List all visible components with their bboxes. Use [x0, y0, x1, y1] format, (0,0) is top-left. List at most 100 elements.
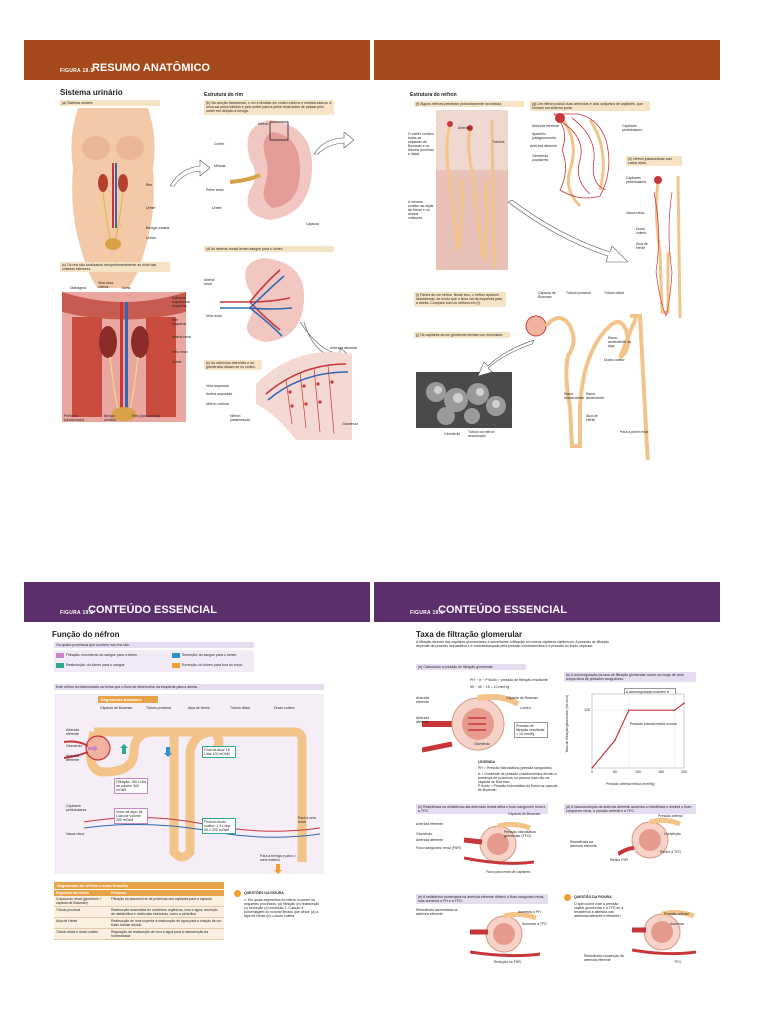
label-capsula-bowman-a: Cápsula de Bowman — [506, 696, 539, 700]
label-nefron-justamedular: Néfron justamedular — [230, 414, 251, 423]
section-title: Taxa de filtração glomerular — [416, 630, 523, 639]
label-arteriola-eferente-a: Arteríola eferente — [416, 696, 430, 705]
figure-banner — [374, 40, 720, 80]
label-bexiga-meio: Para a bexiga e para o meio externo — [260, 854, 296, 863]
table-cell: Túbulo distal e ducto coletor — [54, 928, 109, 940]
table-title: Segmentos do néfron e suas funções — [54, 882, 224, 889]
label-arteria-renal-d: Artéria renal — [204, 278, 215, 287]
label-capsula: Cápsula — [306, 222, 319, 226]
table-cell: Túbulo proximal — [54, 906, 109, 918]
label-fluxo-capilares: Fluxo para rede de capilares — [486, 870, 531, 874]
arrow-icon — [170, 159, 210, 187]
label-pelve-renal-i: Para a pelve renal — [620, 430, 649, 434]
question-icon — [564, 894, 571, 901]
label-uretra: Uretra — [146, 236, 156, 240]
glomerulus-micrograph — [416, 372, 512, 428]
figure-number: FIGURA 19.2 — [60, 610, 94, 616]
label-ureter: Ureter — [146, 206, 156, 210]
label-aumenta-q: Aumenta — [670, 922, 685, 926]
process-reabsorption: Reabsorção: do lúmen para o sangue — [66, 663, 125, 667]
kidney-section-illustration — [230, 120, 314, 220]
label-tfg-q: TFG — [674, 960, 681, 964]
subsection-nephron: Estrutura do néfron — [410, 92, 457, 98]
label-tubulo-seccionado: Túbulo do néfron seccionado — [468, 430, 495, 439]
process-filtration: Filtração: movimento do sangue para o lú… — [66, 653, 138, 657]
label-glomerulo-c: Glomérulo — [416, 832, 433, 836]
label-diafragma: Diafragma — [70, 286, 87, 290]
label-glomerulo-a: Glomérulo — [474, 742, 491, 746]
process-list: Filtração: movimento do sangue para o lú… — [54, 650, 254, 672]
efferent-resistance-illustration — [470, 910, 540, 960]
label-vasos-retos: Vasos retos — [626, 211, 645, 215]
vasa-recta-illustration — [652, 172, 688, 320]
label-arteria-renal: Artéria renal — [172, 335, 192, 339]
chart-data-point — [614, 739, 616, 742]
label-nefron-cortical: Néfron cortical — [206, 402, 229, 406]
torso-illustration — [58, 108, 168, 288]
label-ducto-coletor-i: Ducto coletor — [604, 358, 625, 362]
arrow-icon — [508, 200, 628, 263]
seg-tubulo-distal: Túbulo distal — [230, 706, 250, 710]
secretion-arrow-icon — [164, 747, 172, 757]
label-reduz-fsr: Reduz FSR — [610, 858, 629, 862]
label-tubulos: Túbulos — [492, 140, 505, 144]
label-bexiga-c: Bexiga urinária — [104, 414, 116, 423]
label-lumen-a: Lúmen — [520, 706, 531, 710]
box-final-alca: Final da alça: 18 L/dia 100 mOsM — [202, 746, 236, 759]
label-ducto-coletor-h: Ducto coletor — [636, 227, 647, 236]
label-veia-renal-d: Veia renal — [206, 314, 222, 318]
figure-banner: FIGURA 19.2 CONTEÚDO ESSENCIAL — [24, 582, 370, 622]
nephron-function-diagram — [64, 712, 320, 872]
nephron-parts-illustration — [520, 296, 696, 460]
chart-ytick-label: 125 — [584, 708, 590, 712]
label-resistencia-constricao: Resistência constrição da arteríola efer… — [584, 954, 624, 963]
label-ureter-b: Ureter — [212, 206, 222, 210]
legend-ph: PH = Pressão hidrostática (pressão sangu… — [478, 766, 552, 770]
question-illustration — [632, 908, 696, 958]
label-arteriola: Arteríola — [458, 126, 472, 130]
label-arteriola-aferente: Arteríola aferente — [330, 346, 358, 350]
label-capsula-bowman-c: Cápsula de Bowman — [508, 812, 541, 816]
chart-xtick-label: 100 — [635, 770, 641, 774]
chart-plot-area — [591, 693, 685, 769]
chart-data-point — [683, 702, 685, 705]
gfr-intro: A filtração através dos capilares glomer… — [416, 640, 609, 649]
label-rim: Rim — [146, 183, 153, 187]
question-title: QUESTÃO DA FIGURA — [574, 895, 612, 899]
resistance-illustration — [464, 822, 534, 868]
label-alca-henle-h: Alça de Henle — [636, 242, 648, 251]
label-aumenta-tfg: Aumenta a TFG — [522, 922, 547, 926]
label-glandula: Glândula suprarrenal esquerda — [172, 296, 190, 309]
subsection-kidney: Estrutura do rim — [204, 92, 243, 98]
section-title: Sistema urinário — [60, 88, 123, 97]
caption-a: (a) Sistema urinário — [60, 100, 160, 107]
caption-i: (i) Partes de um néfron. Neste livro, o … — [414, 292, 506, 307]
label-tubulo-proximal-i: Túbulo proximal — [566, 291, 591, 295]
page-anatomy-summary: FIGURA 19.1 RESUMO ANATÔMICO Sistema uri… — [24, 40, 370, 460]
legend-pfluido: P fluido = Pressão hidrostática do fluid… — [478, 784, 558, 793]
label-glomerulo-capilares: Glomérulo (capilares) — [532, 154, 549, 163]
chart-xtick-label: 200 — [681, 770, 687, 774]
figure-number: FIGURA 19.1 — [60, 68, 94, 74]
label-ramo-descendente: Ramo descendente — [564, 392, 585, 401]
label-glomerulo: Glomérulo — [66, 744, 83, 748]
table-cell: Reabsorção de íons superior à reabsorção… — [109, 917, 224, 929]
label-reducao-fsr: Redução do FSR — [494, 960, 521, 964]
chart-xtick-label: 0 — [591, 770, 593, 774]
figure-title: CONTEÚDO ESSENCIAL — [88, 604, 217, 616]
table-header-segment: Segmento do néfron — [54, 890, 109, 896]
label-tubulo-distal-i: Túbulo distal — [604, 291, 624, 295]
label-pressao-arterial-q: Pressão arterial — [664, 912, 689, 916]
label-veia-arqueada: Veia arqueada — [206, 384, 229, 388]
label-capilares-peritubulares-h: Capilares peritubulares — [626, 176, 647, 185]
label-pressao-glomerular: Pressão hidrostática glomerular (TFG) — [504, 830, 536, 839]
label-reduz-tfg: Reduz a TFG — [660, 850, 681, 854]
caption-a: (a) Calculando a pressão de filtração gl… — [416, 664, 526, 671]
label-glomerulo: Glomérulo — [342, 422, 359, 426]
label-fsr: Fluxo sanguíneo renal (FSR) — [416, 846, 461, 850]
seg-ducto-coletor: Ducto coletor — [274, 706, 295, 710]
figure-title: CONTEÚDO ESSENCIAL — [438, 604, 567, 616]
